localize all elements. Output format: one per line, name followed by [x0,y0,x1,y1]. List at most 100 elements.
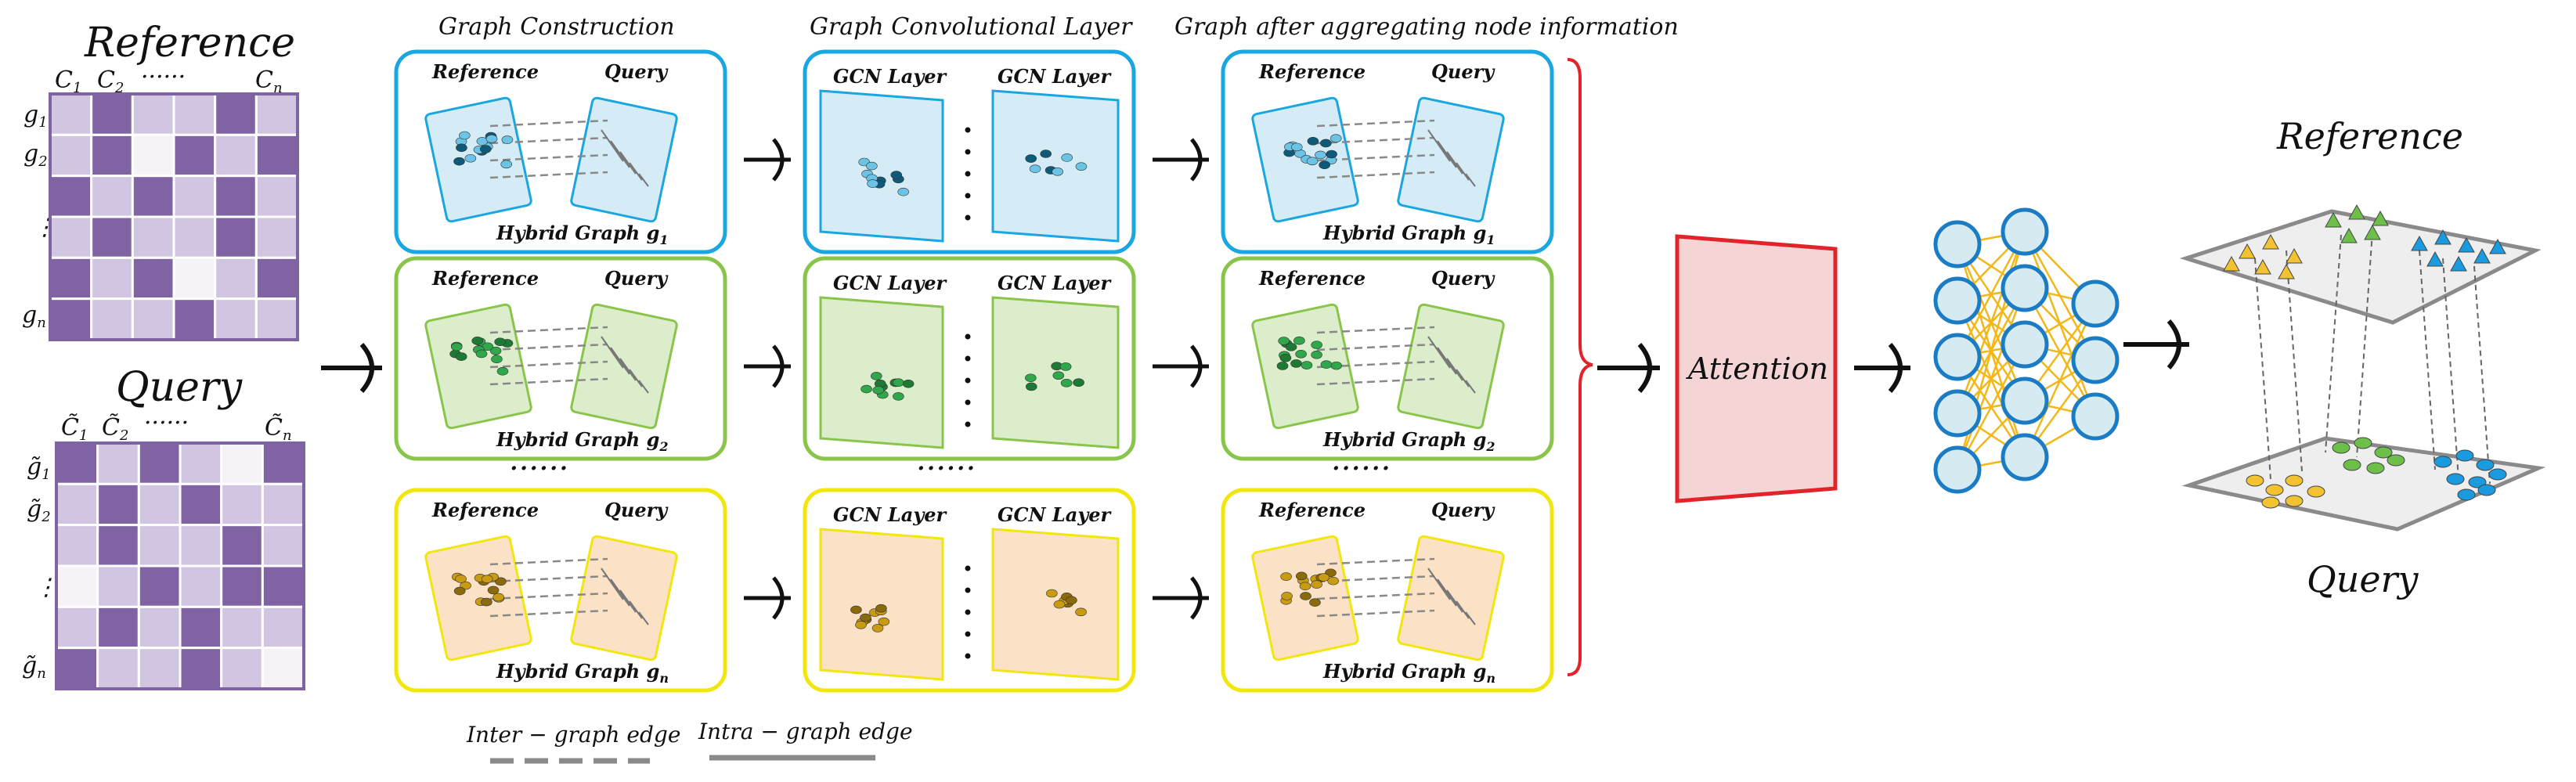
matrix-cell [90,256,134,301]
matrix-cell [90,133,134,178]
graph-node [850,605,862,614]
graph-node [489,346,502,355]
reference-matrix-panel: Reference C1 C2 ······ Cn g1 g2 ⋮ gn [22,20,299,341]
reference-cell-marker [2286,247,2303,264]
graph-node [1329,134,1342,143]
matrix-cell [49,133,93,178]
graph-node [464,153,477,163]
graph-node [1059,362,1072,371]
graph-node [455,575,467,583]
reference-cell-marker [2489,238,2506,254]
query-cell-marker [2265,484,2284,496]
matrix-border [55,441,305,690]
legend-intra-label: Intra − graph edge [698,719,913,744]
reference-cell-marker [2426,250,2444,267]
matrix-cell [179,605,223,650]
gcn-layer-label-2: GCN Layer [998,272,1113,294]
graph-node [1320,139,1332,148]
matrix-cell [90,92,134,136]
matrix-cell [172,256,217,301]
graph-node [1025,382,1037,391]
matrix-cell [172,297,217,341]
q-row-1: g̃1 [27,453,51,483]
red-brace [1567,58,1593,676]
graph-node [496,366,509,376]
graph-node [897,187,910,196]
graph-node [1301,361,1313,369]
graph-node [1025,373,1037,383]
query-cell-marker [2476,459,2495,471]
graph-node [1320,360,1333,369]
matrix-cell [214,133,258,178]
nn-node [2001,433,2049,481]
graph-node [459,131,471,140]
panel-query-label: Query [604,499,669,521]
gcn-layer-label-2: GCN Layer [998,65,1113,88]
matrix-cell [254,297,299,341]
ref-col-dots: ······ [141,63,186,91]
matrix-cell [96,441,140,485]
header-after-aggregation: Graph after aggregating node information [1174,13,1679,41]
graph-node [475,349,488,359]
graph-node [1311,350,1322,359]
panel-reference-label: Reference [431,499,539,521]
nn-node [2001,320,2049,369]
reference-cell-marker [2223,255,2240,272]
nn-node [1933,389,1982,438]
nn-node [2071,392,2120,441]
graph-node [1029,164,1041,173]
matrix-cell [261,564,305,608]
panel-reference-label: Reference [431,267,539,290]
matrix-cell [261,482,305,527]
matrix-cell [49,175,93,218]
output-panels: Reference Query [2179,115,2546,600]
query-cell-marker [2387,454,2405,467]
query-cell-marker [2285,474,2304,487]
hybrid-graph-label: Hybrid Graph g2 [496,428,669,454]
matrix-cell [131,215,175,259]
matrix-cell [214,297,258,341]
matrix-cell [254,256,299,301]
panel-query-label: Query [604,267,669,290]
matrix-cell [214,175,258,218]
panel-query-label: Query [1431,499,1495,521]
graph-node [871,372,882,380]
gcn-layer-1 [819,89,944,243]
matrix-cell [49,256,93,301]
matrix-cell [49,92,93,136]
graph-node [1290,142,1303,152]
graph-node [481,575,493,583]
reference-cell-marker [2278,263,2295,279]
matrix-cell [254,133,299,178]
query-cell-marker [2366,462,2385,474]
matrix-cell [55,564,99,608]
matrix-cell [172,92,217,136]
graph-node [890,171,903,179]
matrix-cell [261,647,305,690]
matrix-cell [96,605,140,650]
matrix-cell [96,647,140,690]
graph-node [1295,350,1307,359]
matrix-cell [90,297,134,341]
graph-node [1285,342,1297,351]
graph-node [1279,353,1292,362]
query-cell-marker [2261,496,2280,509]
reference-cell-marker [2434,229,2452,245]
graph-node [481,597,492,607]
neural-network [1933,207,2120,494]
matrix-cell [220,482,264,527]
attention-label: Attention [1686,351,1828,386]
matrix-cell [49,215,93,259]
output-reference-label: Reference [2276,115,2463,157]
query-cell-marker [2446,473,2465,485]
query-cell-marker [2488,468,2507,481]
graph-node [487,586,500,595]
graph-node [453,157,465,166]
header-graph-construction: Graph Construction [438,13,675,41]
matrix-cell [254,175,299,218]
query-matrix-grid [55,441,305,690]
query-cell-marker [2455,449,2474,462]
matrix-cell [137,482,182,527]
graph-node [471,337,484,345]
query-cell-marker [2246,474,2264,487]
